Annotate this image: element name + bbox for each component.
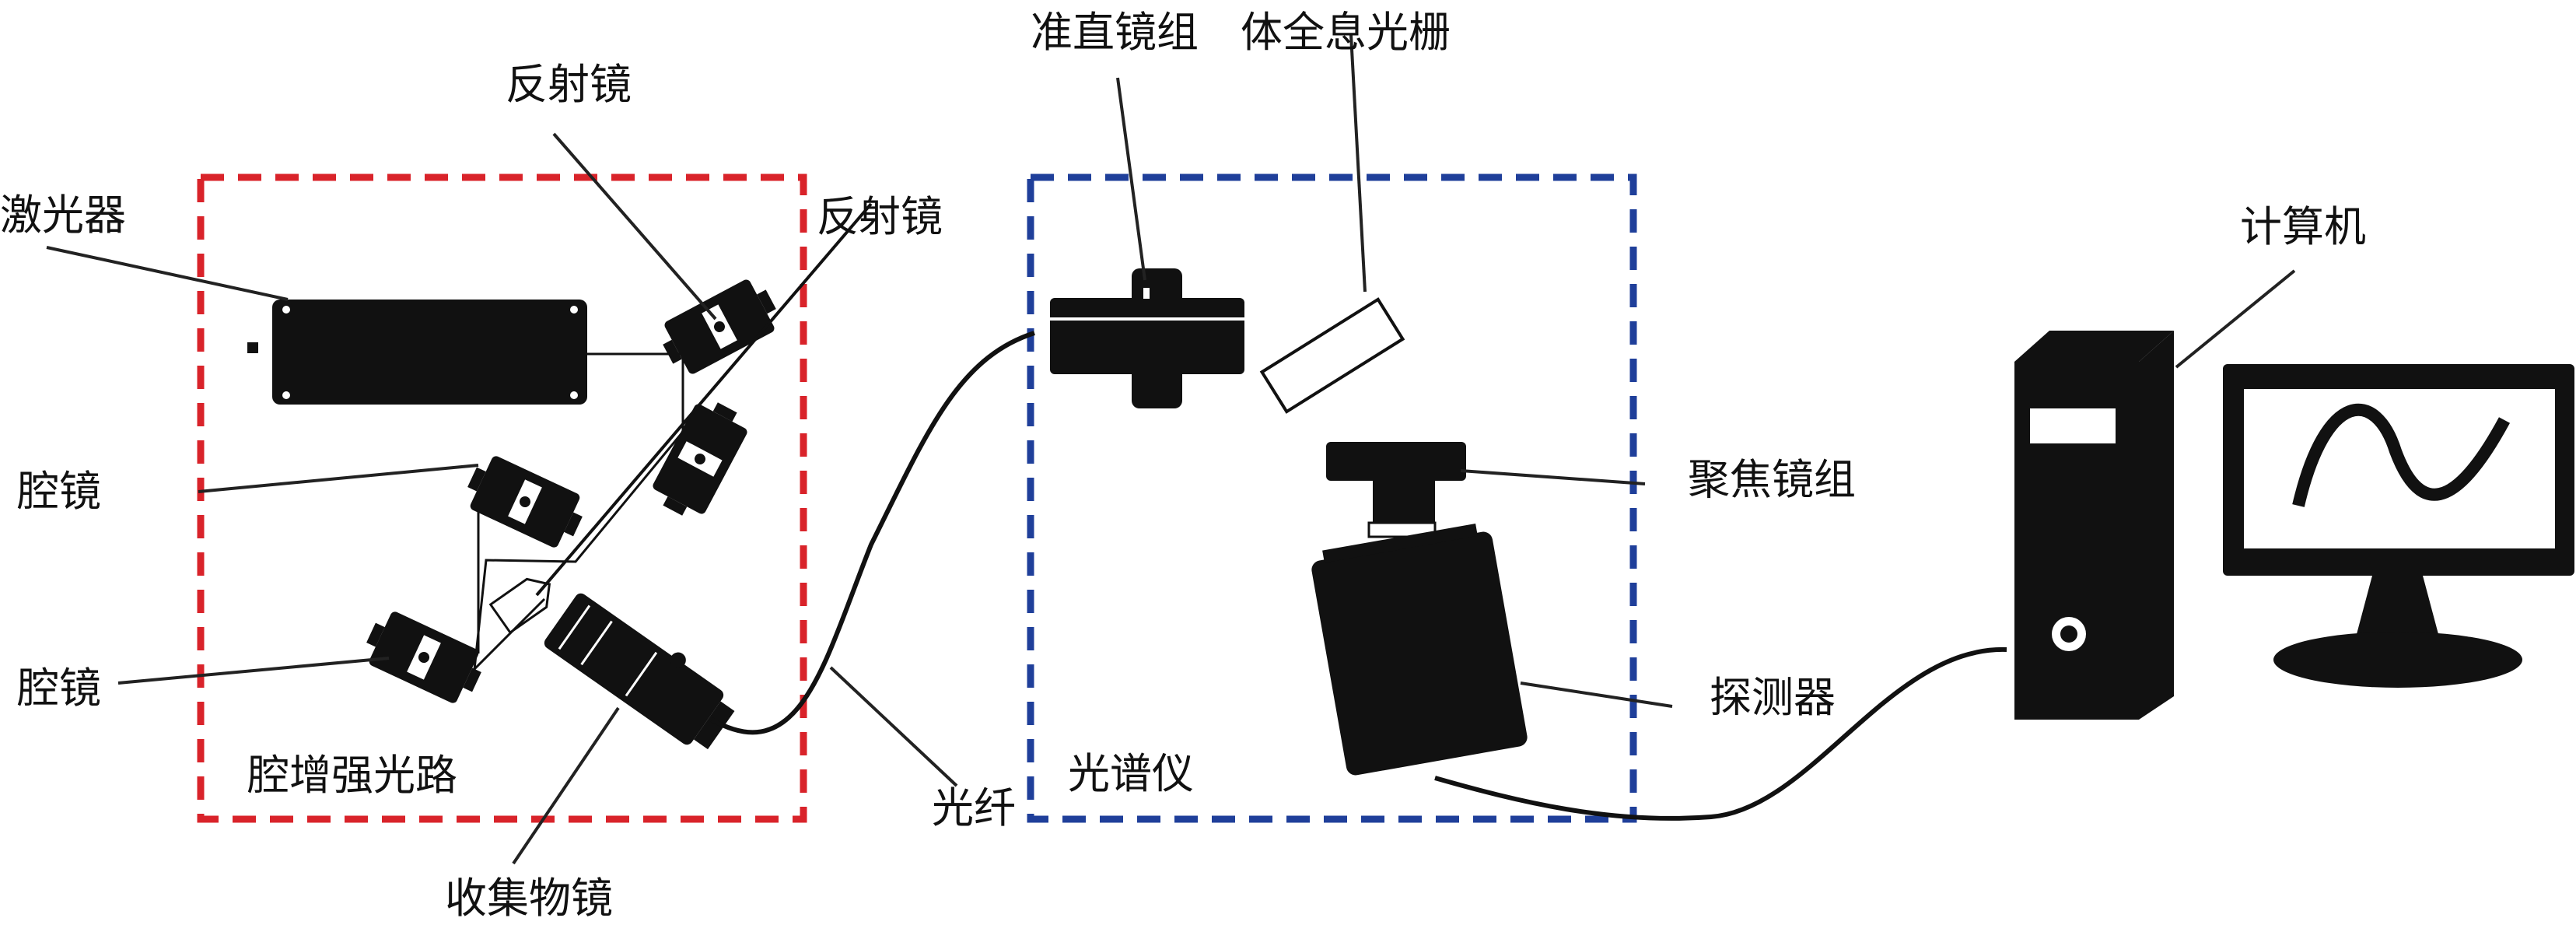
- computer-monitor-icon: [2223, 364, 2574, 688]
- label-collection-objective: 收集物镜: [445, 874, 613, 923]
- detector-cable: [1434, 646, 2007, 821]
- holographic-grating-icon: [1259, 297, 1405, 414]
- reflector-right-icon: [653, 402, 747, 516]
- label-reflector-right: 反射镜: [817, 192, 943, 241]
- spectrometer-box: [1027, 173, 1637, 823]
- label-reflector-top: 反射镜: [506, 60, 632, 109]
- computer-tower-icon: [2014, 331, 2174, 720]
- laser-icon: [247, 300, 587, 405]
- label-collimator-group: 准直镜组: [1031, 8, 1199, 57]
- collimator-lens-group-icon: [1050, 268, 1244, 408]
- label-holographic-grating: 体全息光栅: [1241, 8, 1451, 57]
- cavity-mirror-lower-icon: [366, 611, 481, 703]
- beam-paths: [473, 202, 873, 673]
- cavity-enhanced-box: [197, 173, 807, 823]
- collection-objective-icon: [544, 593, 735, 750]
- label-focusing-group: 聚焦镜组: [1688, 455, 1856, 504]
- label-spectrometer: 光谱仪: [1068, 749, 1194, 798]
- detector-icon: [1311, 523, 1528, 776]
- label-cavity-path: 腔增强光路: [247, 751, 457, 800]
- sample-cell-icon: [488, 577, 551, 635]
- leader-lines: [46, 34, 2296, 865]
- label-fiber: 光纤: [932, 783, 1016, 832]
- optical-fiber-cable: [710, 331, 1035, 735]
- label-laser: 激光器: [0, 191, 126, 240]
- focusing-lens-group-icon: [1326, 442, 1466, 538]
- label-detector: 探测器: [1710, 673, 1836, 722]
- label-cavity-mirror-upper: 腔镜: [17, 467, 101, 516]
- cavity-mirror-upper-icon: [467, 456, 583, 548]
- label-cavity-mirror-lower: 腔镜: [17, 664, 101, 713]
- label-computer: 计算机: [2240, 202, 2366, 251]
